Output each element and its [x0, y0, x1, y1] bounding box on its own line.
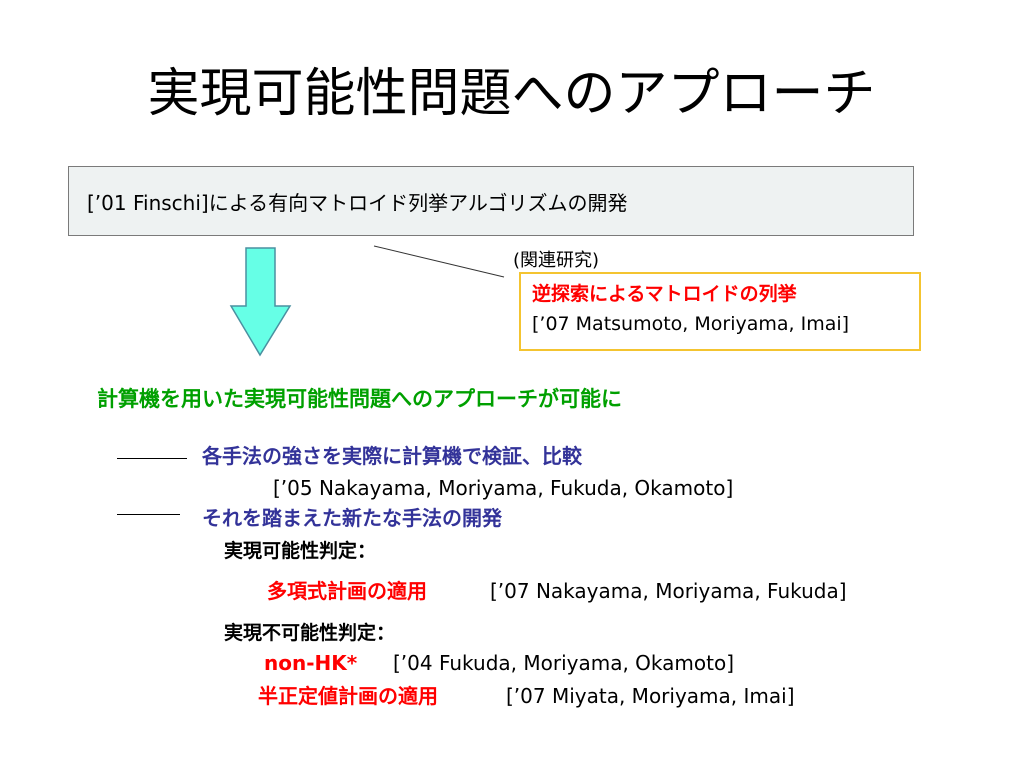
- item2-text: それを踏まえた新たな手法の開発: [202, 506, 502, 530]
- realizability-method: 多項式計画の適用: [267, 579, 427, 603]
- realizability-ref: [’07 Nakayama, Moriyama, Fukuda]: [490, 579, 847, 603]
- finschi-box-text: [’01 Finschi]による有向マトロイド列挙アルゴリズムの開発: [87, 191, 628, 215]
- non-hk-method: non-HK*: [264, 651, 358, 675]
- non-realizability-heading: 実現不可能性判定：: [224, 622, 396, 644]
- sdp-ref: [’07 Miyata, Moriyama, Imai]: [506, 684, 795, 708]
- related-research-title: 逆探索によるマトロイドの列挙: [532, 283, 797, 305]
- item1-ref: [’05 Nakayama, Moriyama, Fukuda, Okamoto…: [273, 476, 734, 500]
- bullet-dash: [117, 458, 187, 459]
- non-hk-ref: [’04 Fukuda, Moriyama, Okamoto]: [393, 651, 735, 675]
- down-arrow-icon: [229, 247, 292, 357]
- conclusion-text: 計算機を用いた実現可能性問題へのアプローチが可能に: [97, 387, 622, 411]
- slide-title: 実現可能性問題へのアプローチ: [147, 64, 876, 124]
- item1-text: 各手法の強さを実際に計算機で検証、比較: [202, 444, 582, 468]
- related-research-label: (関連研究): [513, 250, 600, 271]
- sdp-method: 半正定値計画の適用: [258, 684, 438, 708]
- related-research-box: 逆探索によるマトロイドの列挙 [’07 Matsumoto, Moriyama,…: [519, 272, 921, 351]
- related-connector-line: [373, 245, 505, 278]
- realizability-heading: 実現可能性判定：: [224, 540, 377, 562]
- related-research-ref: [’07 Matsumoto, Moriyama, Imai]: [532, 313, 850, 335]
- bullet-dash: [117, 514, 180, 515]
- finschi-box: [’01 Finschi]による有向マトロイド列挙アルゴリズムの開発: [68, 166, 914, 236]
